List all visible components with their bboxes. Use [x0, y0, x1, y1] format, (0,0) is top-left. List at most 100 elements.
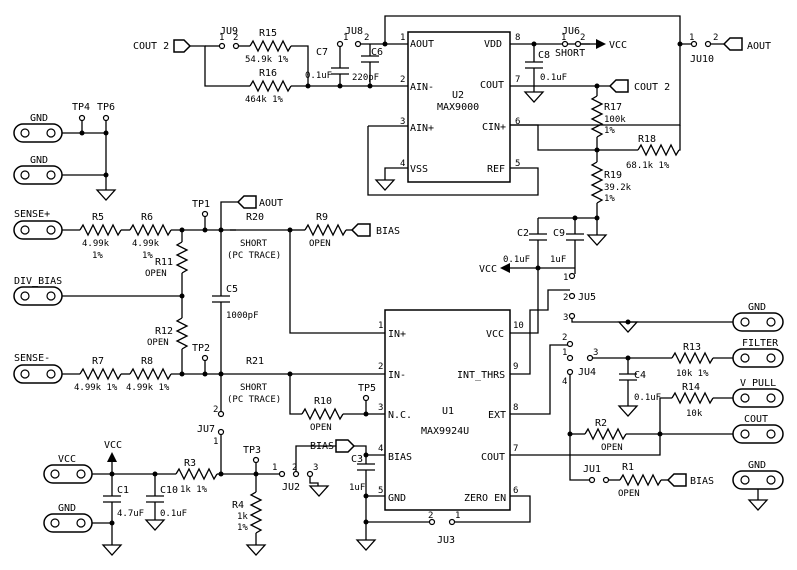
- u2-pinnum: 4: [400, 159, 405, 169]
- conn-cout: COUT: [744, 414, 768, 425]
- testpoint[interactable]: [102, 114, 110, 122]
- r8-resistor: [129, 367, 172, 381]
- jumper-pin[interactable]: [586, 354, 594, 362]
- u1-pinnum: 7: [513, 444, 518, 454]
- c2-value: 0.1uF: [503, 255, 530, 265]
- c6-value: 220pF: [352, 73, 379, 83]
- conn-filter: FILTER: [742, 338, 779, 349]
- jumper-pin[interactable]: [217, 428, 225, 436]
- jumper-pin[interactable]: [428, 518, 436, 526]
- testpoint[interactable]: [362, 394, 370, 402]
- c10-name: C10: [160, 485, 178, 496]
- jumper-pin[interactable]: [704, 40, 712, 48]
- pin: 1: [455, 511, 460, 521]
- tp1-label: TP1: [192, 199, 210, 210]
- testpoint[interactable]: [201, 210, 209, 218]
- pin: 1: [563, 273, 568, 283]
- r5-resistor: [79, 223, 122, 237]
- net-tag: [335, 439, 356, 453]
- r9-value: OPEN: [309, 239, 331, 249]
- pin: 1: [272, 463, 277, 473]
- c2-c9: VCC C2 0.1uF C9 1uF: [479, 215, 600, 275]
- pin: 2: [428, 511, 433, 521]
- ju5: 1 2 3 JU5: [563, 268, 733, 333]
- jumper-pin[interactable]: [568, 292, 576, 300]
- pin: 1: [562, 348, 567, 358]
- jumper-pin[interactable]: [602, 476, 610, 484]
- conn-gnd3: GND: [58, 503, 76, 514]
- pin: 3: [563, 313, 568, 323]
- c4-value: 0.1uF: [634, 393, 661, 403]
- u1-right-network: [510, 268, 663, 456]
- testpoint[interactable]: [201, 354, 209, 362]
- jumper-pin[interactable]: [690, 40, 698, 48]
- jumper-pin[interactable]: [232, 42, 240, 50]
- u2-pin-ain-minus: AIN-: [410, 82, 434, 93]
- r18-name: R18: [638, 134, 656, 145]
- testpoint[interactable]: [252, 456, 260, 464]
- r5-value1: 4.99k: [82, 239, 110, 249]
- jumper-pin[interactable]: [278, 470, 286, 478]
- jumper-pin[interactable]: [566, 368, 574, 376]
- u2-pinnum: 3: [400, 117, 405, 127]
- u2-ref: U2: [452, 90, 464, 101]
- sense-plus-path: SENSE+ R5 4.99k 1% R6 4.99k 1% TP1 AOUT …: [13, 195, 400, 334]
- jumper-pin[interactable]: [336, 40, 344, 48]
- jumper-pin[interactable]: [568, 272, 576, 280]
- r2-resistor: [584, 427, 627, 441]
- r21-value2: (PC TRACE): [227, 395, 281, 405]
- r4-resistor: [249, 491, 263, 534]
- jumper-pin[interactable]: [574, 40, 582, 48]
- u1-ref: U1: [442, 406, 454, 417]
- u2-pinnum: 1: [400, 33, 405, 43]
- pin: 2: [213, 405, 218, 415]
- r18-resistor: [637, 143, 680, 157]
- r16-value: 464k 1%: [245, 95, 284, 105]
- r8-name: R8: [141, 356, 153, 367]
- r1-name: R1: [622, 462, 634, 473]
- u1-pin-nc: N.C.: [388, 410, 412, 421]
- ju6-short: SHORT: [555, 48, 585, 59]
- jumper-pin[interactable]: [218, 42, 226, 50]
- conn-gnd1: GND: [30, 113, 48, 124]
- pin: 1: [343, 33, 348, 43]
- pin: 1: [561, 33, 566, 43]
- u2-pinnum: 6: [515, 117, 520, 127]
- r11-resistor: [175, 241, 189, 274]
- u1-pinnum: 10: [513, 321, 524, 331]
- jumper-pin[interactable]: [448, 518, 456, 526]
- r17-value1: 100k: [604, 115, 626, 125]
- jumper-pin[interactable]: [566, 340, 574, 348]
- testpoint[interactable]: [78, 114, 86, 122]
- pin: 2: [580, 33, 585, 43]
- jumper-pin[interactable]: [306, 470, 314, 478]
- r7-resistor: [79, 367, 122, 381]
- jumper-pin[interactable]: [354, 40, 362, 48]
- c7-name: C7: [316, 47, 328, 58]
- pin: 3: [593, 348, 598, 358]
- jumper-pin[interactable]: [568, 312, 576, 320]
- conn-vpull: V PULL: [740, 378, 776, 389]
- r19-value2: 1%: [604, 194, 615, 204]
- jumper-pin[interactable]: [566, 354, 574, 362]
- r3-name: R3: [184, 458, 196, 469]
- net-cout2-right: COUT 2: [634, 82, 670, 93]
- c7-value: 0.1uF: [305, 71, 332, 81]
- r4-value1: 1k: [237, 512, 248, 522]
- u1-pin-vcc: VCC: [486, 329, 504, 340]
- r10-value: OPEN: [310, 423, 332, 433]
- u2-pinnum: 5: [515, 159, 520, 169]
- r12-name: R12: [155, 326, 173, 337]
- jumper-pin[interactable]: [292, 470, 300, 478]
- u1-pin-bias: BIAS: [388, 452, 412, 463]
- jumper-pin[interactable]: [588, 476, 596, 484]
- jumper-pin[interactable]: [561, 40, 569, 48]
- c5-name: C5: [226, 284, 238, 295]
- u2-pin-cout: COUT: [480, 80, 504, 91]
- jumper-pin[interactable]: [217, 410, 225, 418]
- c5: C5 1000pF: [212, 230, 259, 374]
- r14-value: 10k: [686, 409, 703, 419]
- c6-name: C6: [371, 47, 383, 58]
- c1-value: 4.7uF: [117, 509, 144, 519]
